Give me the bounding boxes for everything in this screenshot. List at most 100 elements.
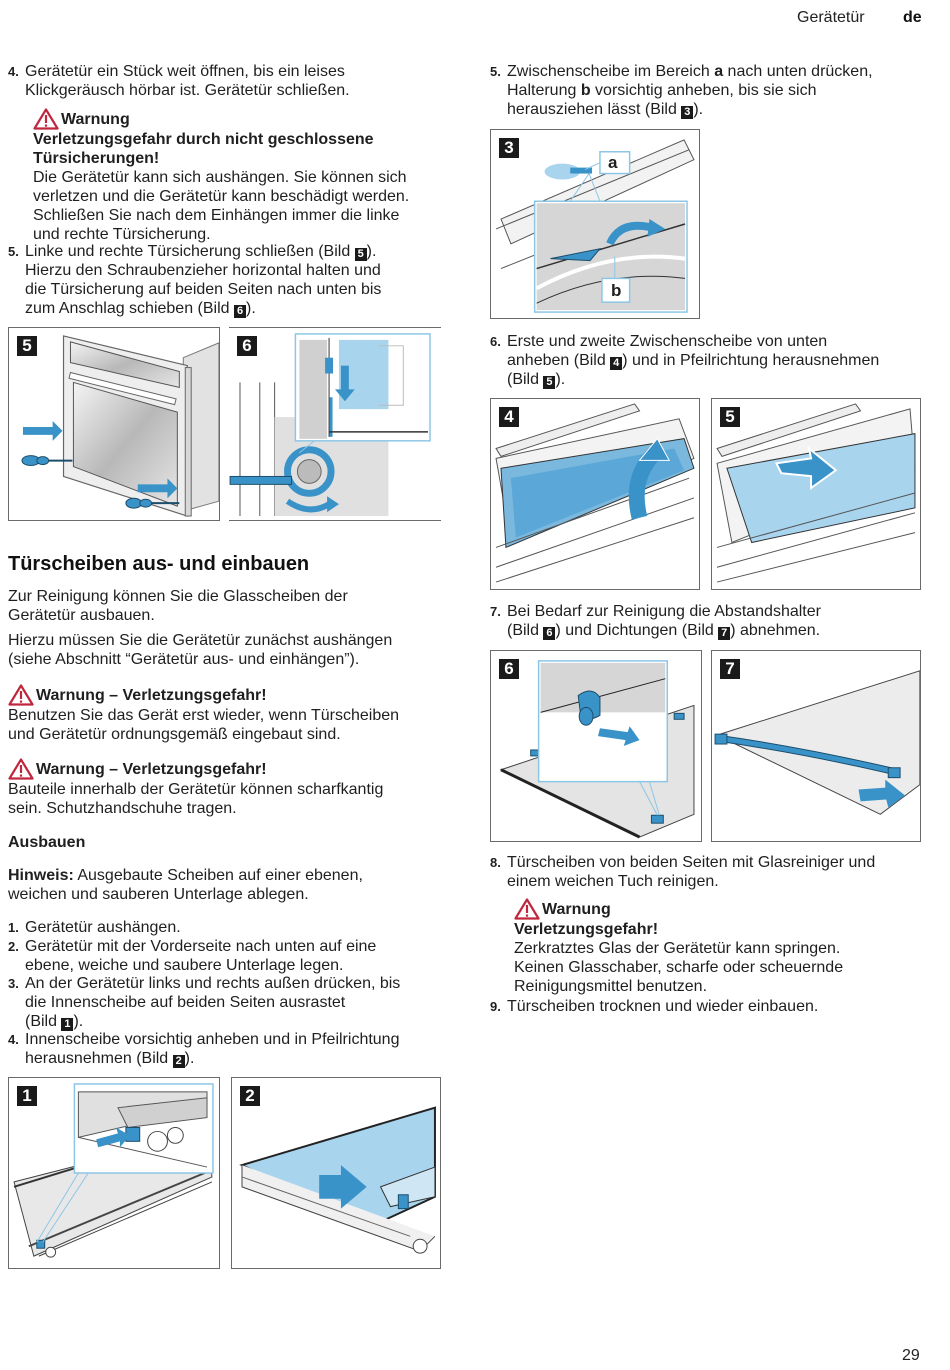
- warning-body: und rechte Türsicherung.: [33, 226, 211, 243]
- warning-triangle-icon: [514, 898, 540, 920]
- hint-line: Hinweis: Ausgebaute Scheiben auf einer e…: [8, 866, 363, 885]
- paragraph-line: Gerätetür ausbauen.: [8, 607, 155, 624]
- step-text: Türscheiben von beiden Seiten mit Glasre…: [507, 854, 876, 871]
- warning-heading: Warnung – Verletzungsgefahr!: [8, 758, 383, 780]
- step-text: Gerätetür mit der Vorderseite nach unten…: [25, 938, 377, 955]
- step-number: 9.: [490, 999, 501, 1014]
- warning-subtitle: Verletzungsgefahr durch nicht geschlosse…: [33, 131, 374, 148]
- step-text: Halterung b vorsichtig anheben, bis sie …: [507, 81, 942, 100]
- step-number: 5.: [8, 244, 19, 259]
- step-number: 4.: [8, 64, 19, 79]
- figure-ref: 6: [234, 305, 246, 318]
- figure-label: 4: [499, 407, 519, 427]
- step-text: (Bild 6) und Dichtungen (Bild 7) abnehme…: [507, 621, 942, 640]
- warning-body: Benutzen Sie das Gerät erst wieder, wenn…: [8, 707, 400, 724]
- step-text: An der Gerätetür links und rechts außen …: [25, 975, 401, 992]
- step-text: herausnehmen (Bild 2).: [25, 1049, 470, 1068]
- step-text: Bei Bedarf zur Reinigung die Abstandshal…: [507, 603, 821, 620]
- step-text: Linke und rechte Türsicherung schließen …: [25, 242, 470, 261]
- step-text: (Bild 1).: [25, 1012, 470, 1031]
- pane-holder-illustration: [495, 139, 695, 313]
- spacers-illustration: [499, 660, 695, 839]
- step-4-door-click: 4. Gerätetür ein Stück weit öffnen, bis …: [0, 62, 470, 100]
- page-number: 29: [902, 1347, 920, 1364]
- figure-1-inner-pane-release: 1: [8, 1077, 220, 1269]
- intro-paragraph-1: Zur Reinigung können Sie die Glasscheibe…: [8, 587, 348, 625]
- seal-illustration: [714, 670, 920, 815]
- warning-body: Bauteile innerhalb der Gerätetür können …: [8, 781, 384, 798]
- step-number: 2.: [8, 939, 19, 954]
- text-span: Linke und rechte Türsicherung schließen …: [25, 243, 355, 260]
- step-9-reinstall: 9. Türscheiben trocknen und wieder einba…: [482, 997, 942, 1016]
- text-span: nach unten drücken,: [723, 63, 873, 80]
- warning-title: Warnung: [542, 900, 611, 918]
- figure-label: 6: [237, 336, 257, 356]
- warning-subtitle: Verletzungsgefahr!: [514, 921, 659, 938]
- warning-heading: Warnung – Verletzungsgefahr!: [8, 684, 399, 706]
- paragraph-line: Zur Reinigung können Sie die Glasscheibe…: [8, 588, 348, 605]
- step-text: Hierzu den Schraubenzieher horizontal ha…: [25, 262, 381, 279]
- hint-line: weichen und sauberen Unterlage ablegen.: [8, 886, 309, 903]
- step-number: 3.: [8, 976, 19, 991]
- step-6-lift-panes: 6. Erste und zweite Zwischenscheibe von …: [482, 332, 942, 389]
- step-number: 6.: [490, 334, 501, 349]
- text-span: vorsichtig anheben, bis sie sich: [590, 82, 817, 99]
- callout-b: b: [611, 281, 622, 300]
- step-8-clean-panes: 8. Türscheiben von beiden Seiten mit Gla…: [482, 853, 942, 891]
- text-span: (Bild: [25, 1013, 62, 1030]
- step-text: herausziehen lässt (Bild 3).: [507, 100, 942, 119]
- step-number: 4.: [8, 1032, 19, 1047]
- step-5-close-locks: 5. Linke und rechte Türsicherung schließ…: [0, 242, 470, 318]
- callout-ref-b: b: [580, 82, 591, 99]
- warning-body: sein. Schutzhandschuhe tragen.: [8, 800, 237, 817]
- warning-body: Die Gerätetür kann sich aushängen. Sie k…: [33, 169, 407, 186]
- warning-door-locks: Warnung Verletzungsgefahr durch nicht ge…: [33, 108, 473, 244]
- warning-title: Warnung – Verletzungsgefahr!: [36, 760, 267, 778]
- inner-pane-release-illustration: [13, 1083, 214, 1258]
- figure-3-pane-holder: 3 a b: [490, 129, 700, 319]
- paragraph-line: (siehe Abschnitt “Gerätetür aus- und ein…: [8, 651, 360, 668]
- figure-ref: 5: [543, 376, 556, 389]
- figure-ref: 2: [172, 1055, 185, 1068]
- figure-label: 1: [17, 1086, 37, 1106]
- figure-label: 7: [720, 659, 740, 679]
- figure-label: 3: [499, 138, 519, 158]
- section-title: Türscheiben aus- und einbauen: [8, 553, 310, 575]
- warning-injury-2: Warnung – Verletzungsgefahr! Bauteile in…: [8, 758, 383, 818]
- figure-label: 2: [240, 1086, 260, 1106]
- text-span: ).: [555, 371, 566, 388]
- step-7-remove-spacers: 7. Bei Bedarf zur Reinigung die Abstands…: [482, 602, 942, 640]
- warning-heading: Warnung: [33, 108, 473, 130]
- warning-heading: Warnung: [514, 898, 934, 920]
- text-span: zum Anschlag schieben (Bild: [25, 300, 234, 317]
- warning-triangle-icon: [8, 758, 34, 780]
- language-code: de: [903, 9, 922, 26]
- hint-label: Hinweis:: [8, 867, 74, 884]
- removal-step-2: 2. Gerätetür mit der Vorderseite nach un…: [0, 937, 470, 975]
- text-span: ) und in Pfeilrichtung herausnehmen: [622, 352, 880, 369]
- figure-7-seal: 7: [711, 650, 921, 842]
- running-header-section: Gerätetür: [797, 9, 865, 26]
- warning-body: Schließen Sie nach dem Einhängen immer d…: [33, 207, 400, 224]
- warning-body: Zerkratztes Glas der Gerätetür kann spri…: [514, 940, 841, 957]
- warning-triangle-icon: [33, 108, 59, 130]
- figure-6-spacers: 6: [490, 650, 702, 842]
- figure-ref: 6: [543, 627, 556, 640]
- figure-5-remove-pane: 5: [711, 398, 921, 590]
- text-span: Halterung: [507, 82, 581, 99]
- remove-pane-illustration: [716, 403, 916, 583]
- inner-pane-remove-illustration: [239, 1106, 436, 1254]
- figure-2-inner-pane-remove: 2: [231, 1077, 441, 1269]
- step-text: einem weichen Tuch reinigen.: [507, 873, 719, 890]
- figure-label: 5: [720, 407, 740, 427]
- step-text: die Türsicherung auf beiden Seiten nach …: [25, 281, 382, 298]
- text-span: ).: [184, 1050, 195, 1067]
- step-number: 8.: [490, 855, 501, 870]
- figure-ref: 5: [354, 248, 367, 261]
- warning-title: Warnung – Verletzungsgefahr!: [36, 686, 267, 704]
- warning-body: und Gerätetür ordnungsgemäß eingebaut si…: [8, 726, 341, 743]
- text-span: ).: [246, 300, 256, 317]
- removal-step-4: 4. Innenscheibe vorsichtig anheben und i…: [0, 1030, 470, 1068]
- text-span: ).: [73, 1013, 84, 1030]
- figure-label: 6: [499, 659, 519, 679]
